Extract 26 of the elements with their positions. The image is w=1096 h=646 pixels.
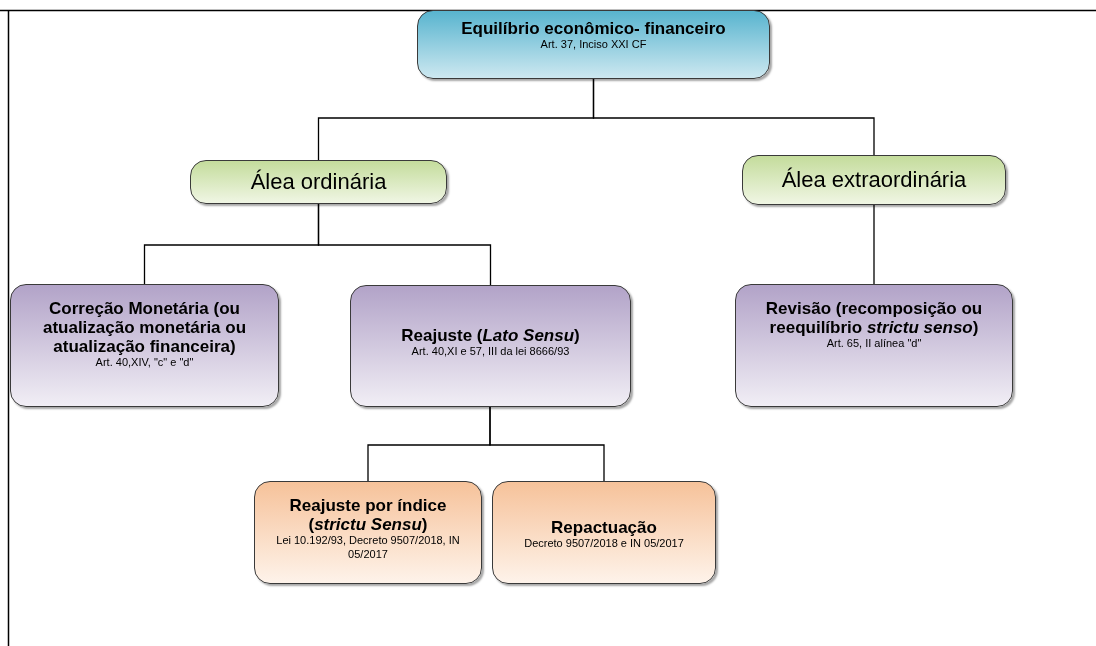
box-title: Revisão (recomposição ou reequilíbrio strictu senso)	[764, 299, 984, 338]
connector-line	[489, 406, 605, 482]
subconcept-box	[254, 481, 482, 584]
box-title: Reajuste (Lato Sensu)	[401, 326, 580, 346]
legal-reference: Lei 10.192/93, Decreto 9507/2018, IN 05/2017	[275, 534, 461, 562]
connector-line	[317, 203, 492, 286]
category-box	[742, 155, 1006, 205]
box-title: Correção Monetária (ou atualização monetária ou atualização financeira)	[41, 299, 248, 357]
legal-reference: Art. 40,XI e 57, III da lei 8666/93	[411, 345, 570, 359]
concept-box	[735, 284, 1013, 407]
legal-reference: Art. 40,XIV, "c" e "d"	[95, 356, 194, 370]
box-title: Equilíbrio econômico- financeiro	[461, 19, 726, 39]
legal-reference: Art. 37, Inciso XXI CF	[540, 38, 647, 52]
box-title: Álea extraordinária	[781, 167, 967, 193]
category-box	[190, 160, 447, 204]
legal-reference: Decreto 9507/2018 e IN 05/2017	[524, 537, 684, 551]
connector-line	[592, 78, 875, 156]
subconcept-box	[492, 481, 716, 584]
concept-box	[350, 285, 631, 407]
connector-line	[873, 204, 875, 285]
box-title: Repactuação	[551, 518, 657, 538]
box-title: Álea ordinária	[250, 169, 387, 195]
root-box	[417, 10, 770, 79]
legal-reference: Art. 65, II alínea "d"	[826, 337, 922, 351]
concept-box	[10, 284, 279, 407]
box-title: Reajuste por índice (strictu Sensu)	[288, 496, 448, 535]
